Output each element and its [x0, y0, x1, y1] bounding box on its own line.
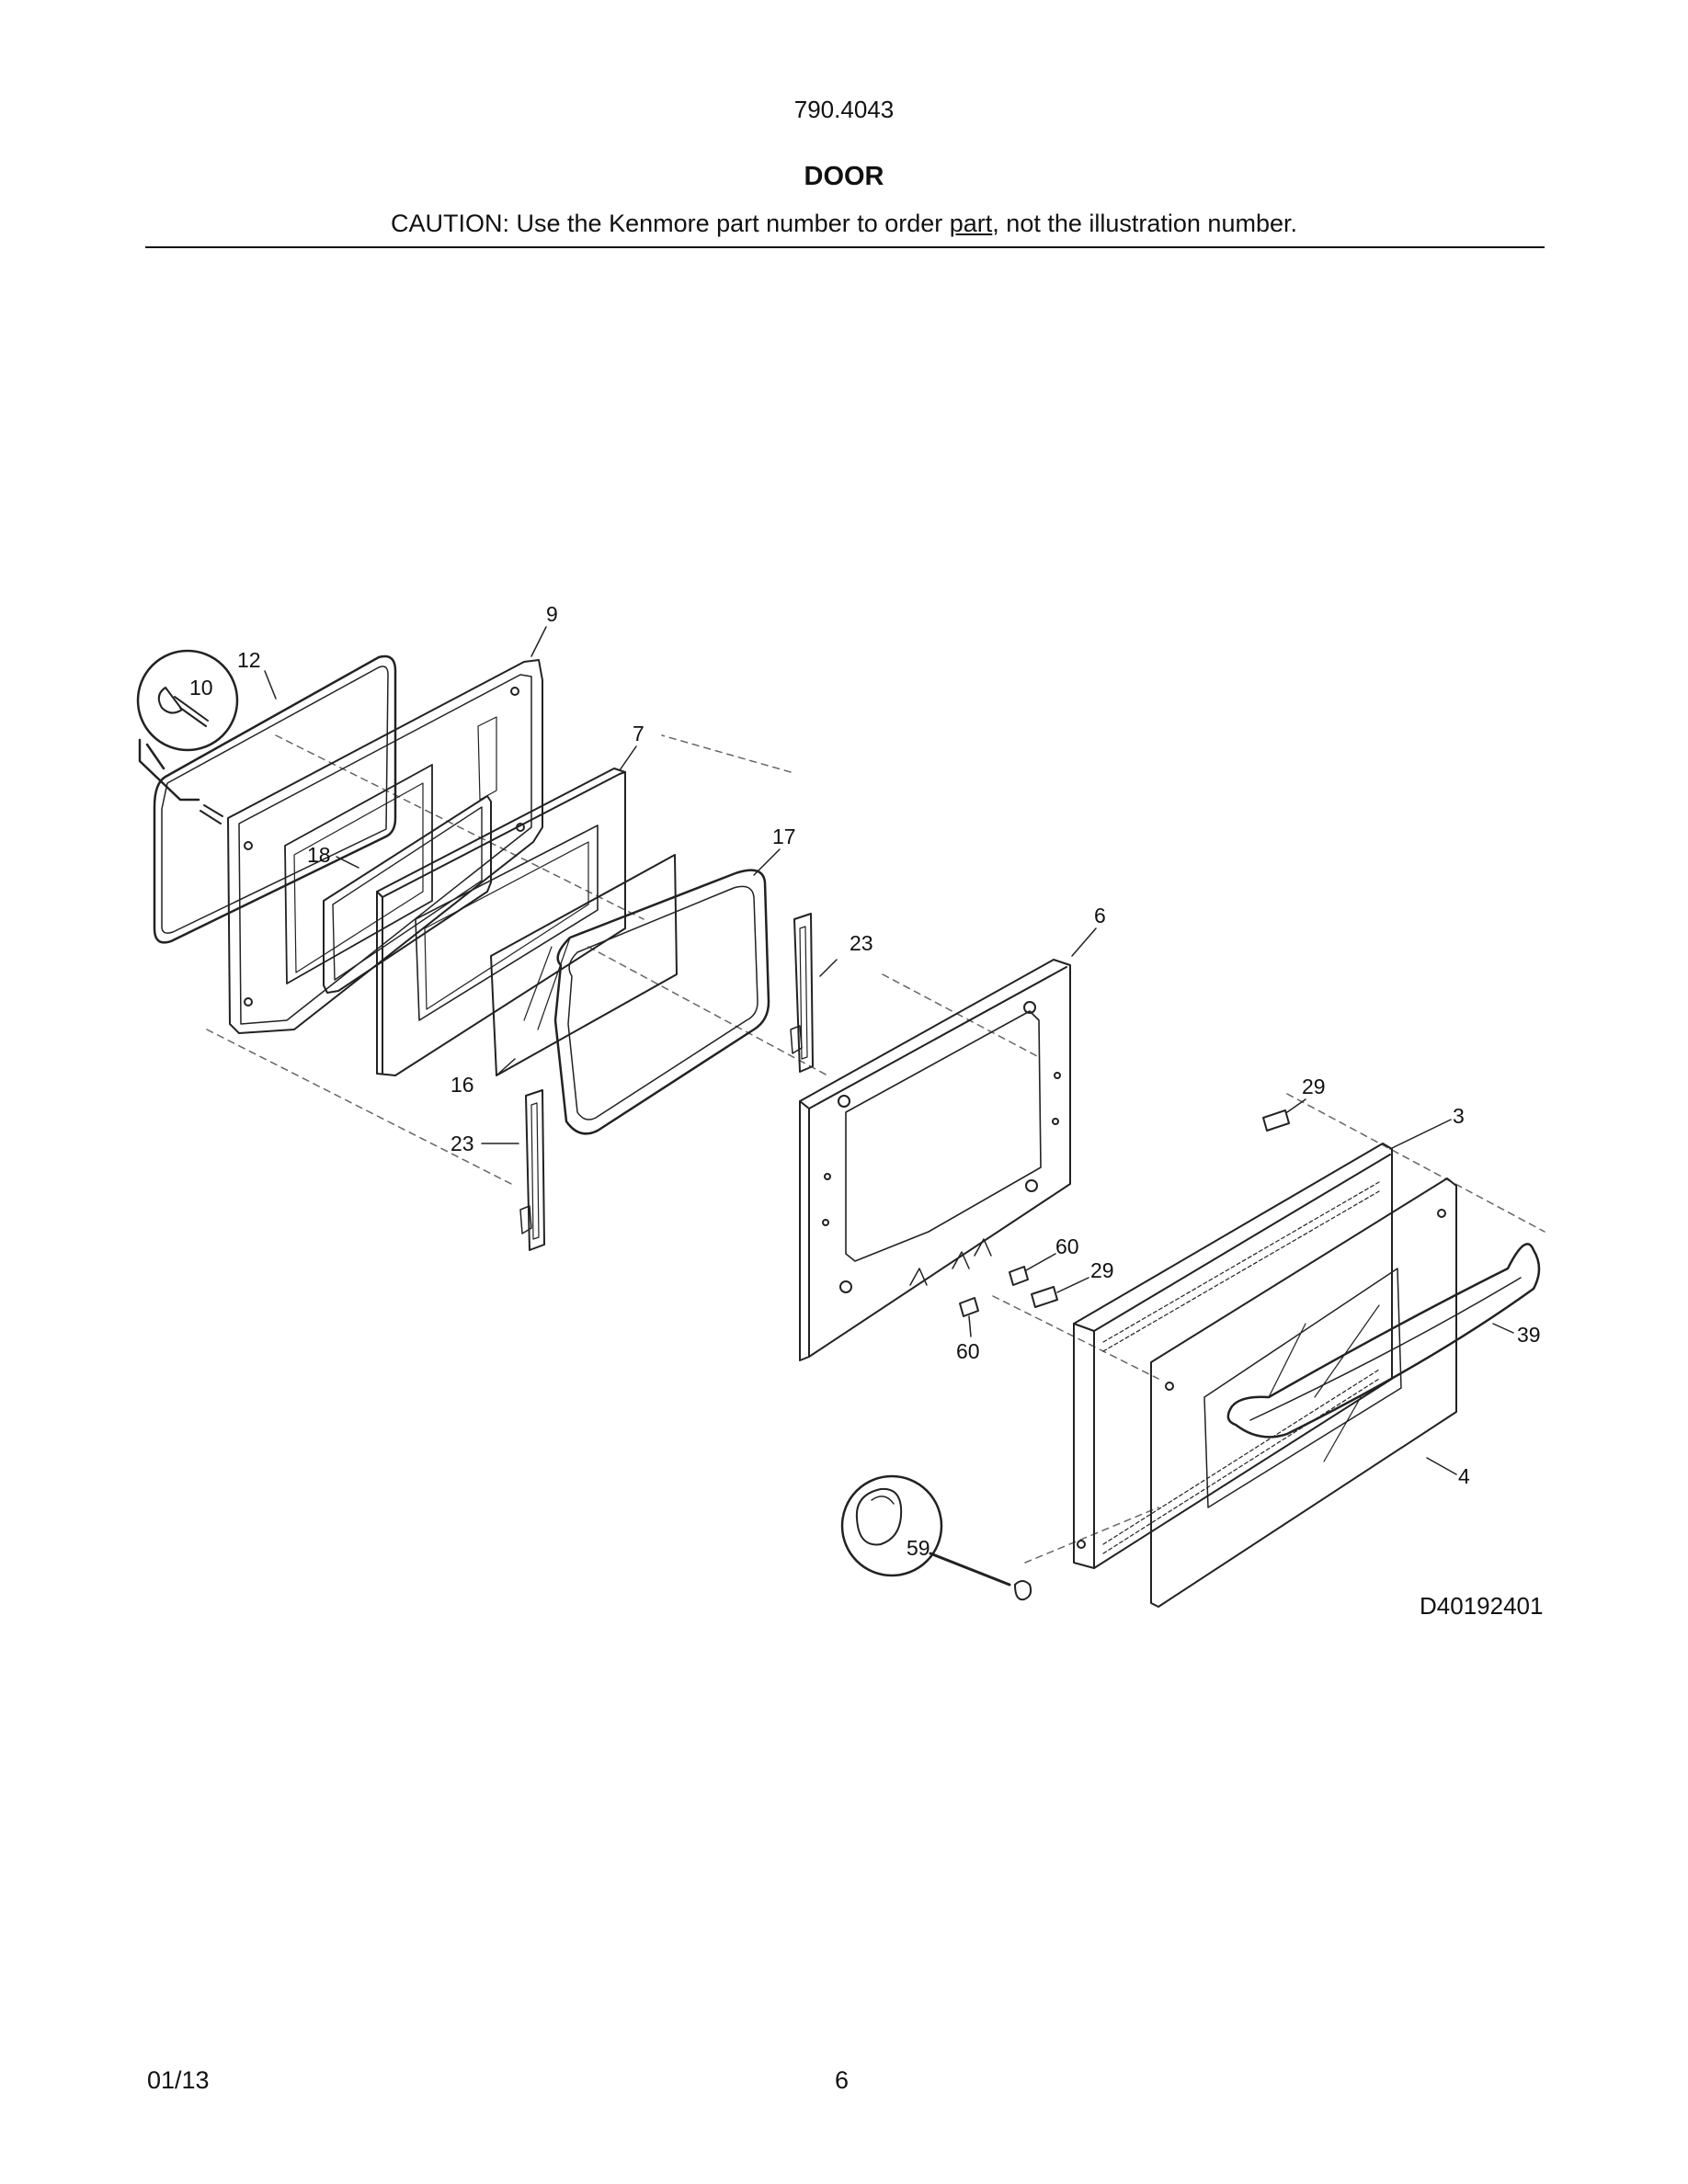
inner-liner-part-9 [227, 659, 543, 1034]
callout-6: 6 [1094, 904, 1106, 927]
door-frame-part-7 [376, 768, 626, 1076]
caution-note: CAUTION: Use the Kenmore part number to … [0, 210, 1688, 238]
callout-leaders [264, 626, 1514, 1475]
hinge-part-23-lower [519, 1089, 545, 1251]
callout-16: 16 [451, 1073, 474, 1097]
pin-part-29-upper [1262, 1109, 1290, 1132]
assembly-axis-lines [206, 734, 1545, 1564]
callout-12: 12 [237, 648, 261, 672]
insulation-part-18 [323, 795, 492, 994]
callout-10: 10 [189, 676, 213, 700]
callout-17: 17 [772, 825, 796, 848]
handle-part-39 [1226, 1243, 1541, 1439]
inner-glass-part-16 [490, 854, 678, 1076]
callout-9: 9 [546, 602, 558, 626]
callout-labels: 9 12 10 7 18 17 23 6 16 23 29 3 60 29 39… [189, 602, 1543, 1620]
hinge-part-23-upper [790, 913, 814, 1073]
callout-29-upper: 29 [1302, 1075, 1326, 1098]
header-rule [145, 246, 1545, 248]
door-panel-part-6 [799, 959, 1071, 1361]
callout-59: 59 [907, 1536, 930, 1560]
bumper-detail-59 [840, 1474, 1032, 1601]
caution-underlined-word: part [949, 210, 993, 237]
callout-39: 39 [1517, 1323, 1541, 1347]
callout-18: 18 [307, 843, 331, 867]
callout-4: 4 [1458, 1464, 1470, 1488]
pin-part-29-lower [1031, 1286, 1058, 1308]
callout-29-lower: 29 [1090, 1258, 1114, 1282]
model-number: 790.4043 [793, 96, 895, 123]
callout-3: 3 [1453, 1104, 1465, 1128]
callout-60-lower: 60 [956, 1339, 980, 1363]
outer-glass-part-4 [1150, 1177, 1457, 1608]
page-number: 6 [835, 2066, 850, 2094]
caution-text-end: , not the illustration number. [992, 210, 1297, 237]
callout-60-upper: 60 [1055, 1234, 1079, 1258]
callout-7: 7 [633, 722, 644, 745]
caution-text-start: CAUTION: Use the Kenmore part number to … [391, 210, 950, 237]
callout-23-upper: 23 [850, 931, 873, 955]
spacer-part-60-lower [959, 1297, 979, 1317]
callout-23-lower: 23 [451, 1132, 474, 1155]
glass-pack-part-17 [553, 869, 770, 1135]
section-title: DOOR [804, 162, 884, 191]
screw-detail-10 [136, 649, 239, 825]
spacer-part-60-upper [1009, 1266, 1029, 1286]
footer-date: 01/13 [147, 2066, 210, 2094]
drawing-code: D40192401 [1420, 1592, 1543, 1620]
